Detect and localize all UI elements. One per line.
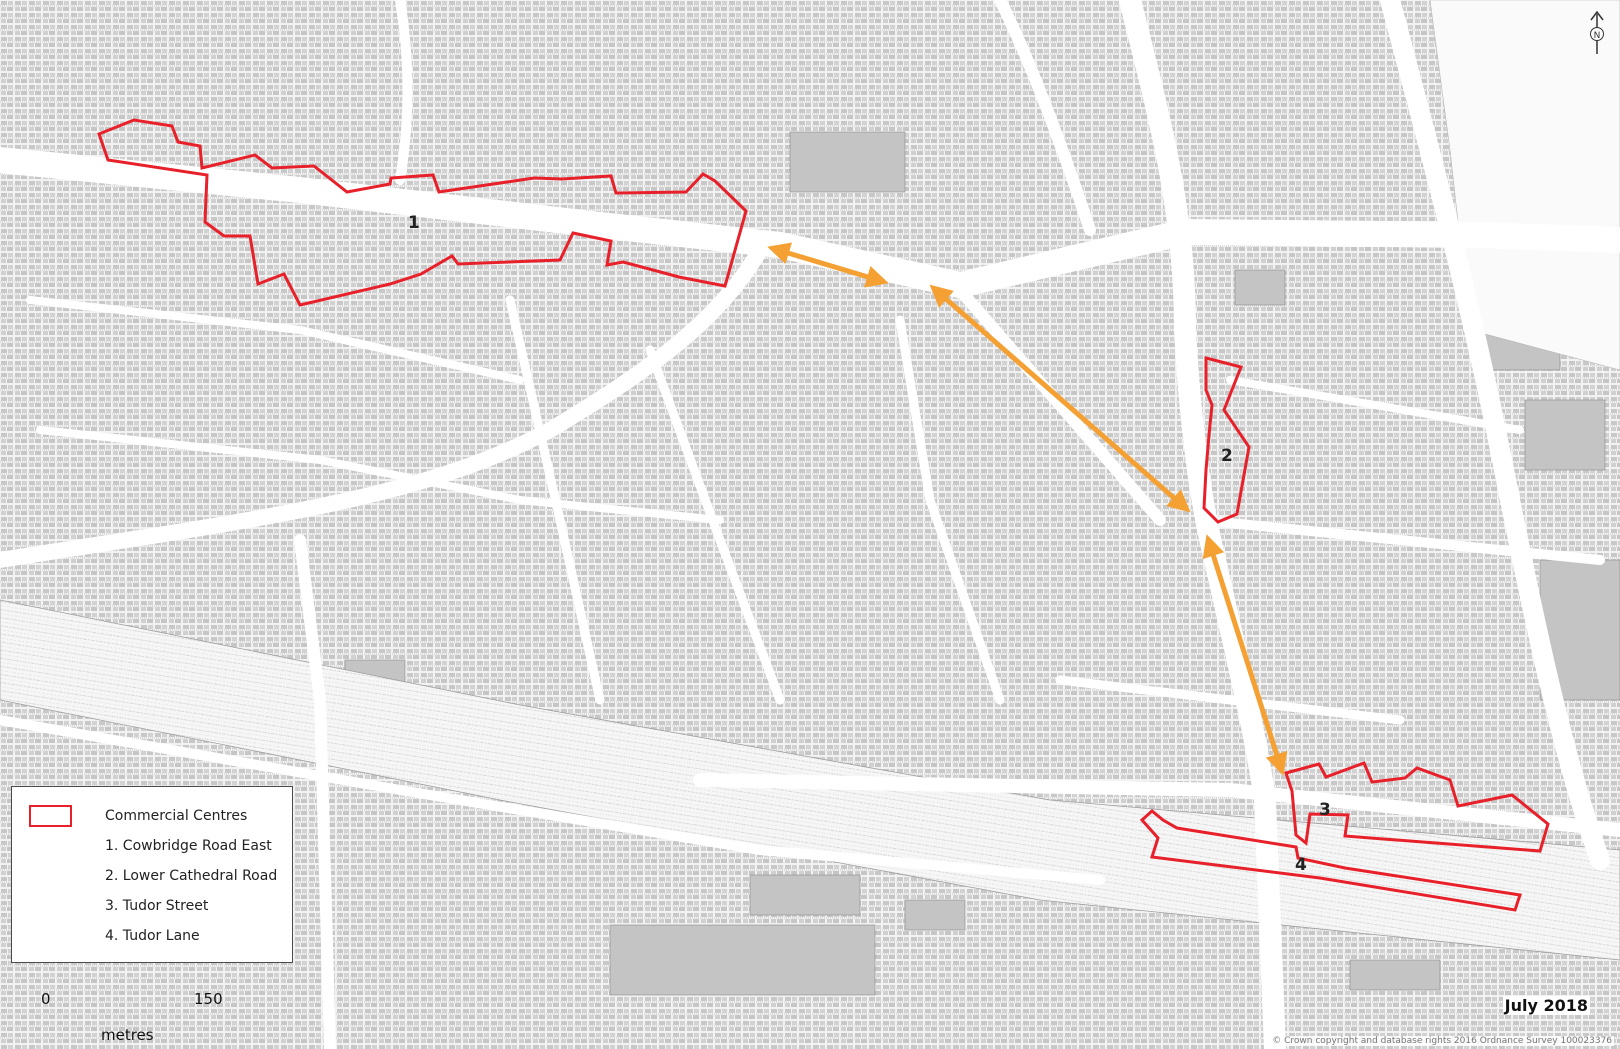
legend-title: Commercial Centres <box>105 808 248 824</box>
centre-2-label: 2 <box>1221 446 1233 466</box>
centre-1-cowbridge-road-east-boundary[interactable] <box>97 118 748 307</box>
legend-item: 1. Cowbridge Road East <box>105 838 272 854</box>
park-area <box>1429 0 1620 371</box>
north-arrow-icon: N <box>1586 10 1608 56</box>
scale-start: 0 <box>41 990 51 1008</box>
link-arrow-junction-to-2 <box>929 284 1191 513</box>
legend: Commercial Centres 1. Cowbridge Road Eas… <box>11 786 293 963</box>
centre-4-label: 4 <box>1295 855 1307 875</box>
legend-boundary-swatch <box>29 805 72 827</box>
scale-unit: metres <box>101 1026 154 1044</box>
centre-4-tudor-lane-boundary[interactable] <box>1139 809 1522 912</box>
legend-item: 3. Tudor Street <box>105 898 209 914</box>
legend-item: 4. Tudor Lane <box>105 928 200 944</box>
map-date: July 2018 <box>1502 996 1590 1015</box>
centre-3-tudor-street-boundary[interactable] <box>1284 761 1550 853</box>
scale-end: 150 <box>194 990 223 1008</box>
copyright-notice: © Crown copyright and database rights 20… <box>1270 1036 1614 1046</box>
centre-1-label: 1 <box>408 213 420 233</box>
link-arrow-2-to-3 <box>1202 534 1288 776</box>
legend-item: 2. Lower Cathedral Road <box>105 868 278 884</box>
centre-3-label: 3 <box>1319 800 1331 820</box>
link-arrow-1-to-junction <box>767 242 889 288</box>
north-label: N <box>1594 31 1601 41</box>
centre-2-lower-cathedral-road-boundary[interactable] <box>1202 356 1251 524</box>
large-buildings <box>344 131 1620 996</box>
